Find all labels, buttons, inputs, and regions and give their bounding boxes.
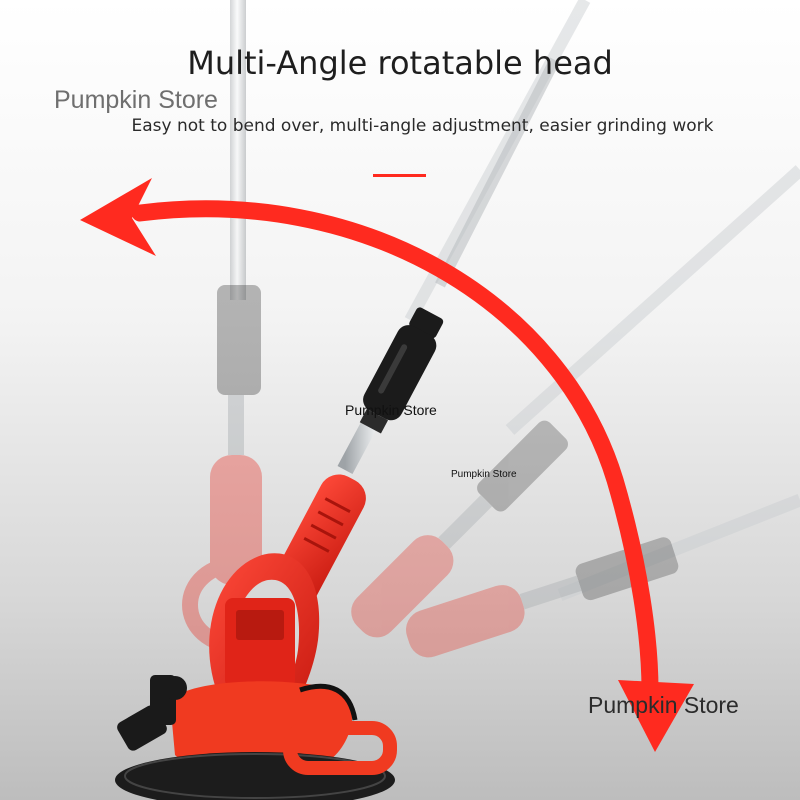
ghost-position-right-2 [406, 537, 679, 658]
title-divider [373, 174, 426, 177]
power-cable [299, 683, 358, 721]
sanding-disc-rim [124, 753, 386, 799]
faded-shaft-3 [505, 165, 800, 435]
grinder-base [170, 681, 353, 775]
arrow-head-left-icon [80, 178, 156, 256]
watermark-bottom-right: Pumpkin Store [588, 692, 739, 718]
subheadline: Easy not to bend over, multi-angle adjus… [131, 116, 714, 136]
faded-shaft-vertical [230, 0, 246, 300]
dust-nozzle [117, 675, 187, 751]
motor-vents [236, 610, 284, 640]
arrow-head-down-icon [618, 680, 694, 752]
black-handle [359, 307, 444, 434]
ghost-position-right-1 [351, 420, 569, 638]
rotation-arrow-arc [131, 200, 659, 699]
headline: Multi-Angle rotatable head [187, 44, 613, 82]
watermark-center: Pumpkin Store [345, 402, 437, 418]
watermark-small: Pumpkin Store [451, 469, 517, 480]
main-shaft-upper [435, 57, 560, 288]
watermark-top-left: Pumpkin Store [54, 86, 218, 114]
sanding-disc [115, 752, 395, 800]
carry-handle [283, 721, 397, 775]
faded-shaft-4 [557, 493, 800, 602]
